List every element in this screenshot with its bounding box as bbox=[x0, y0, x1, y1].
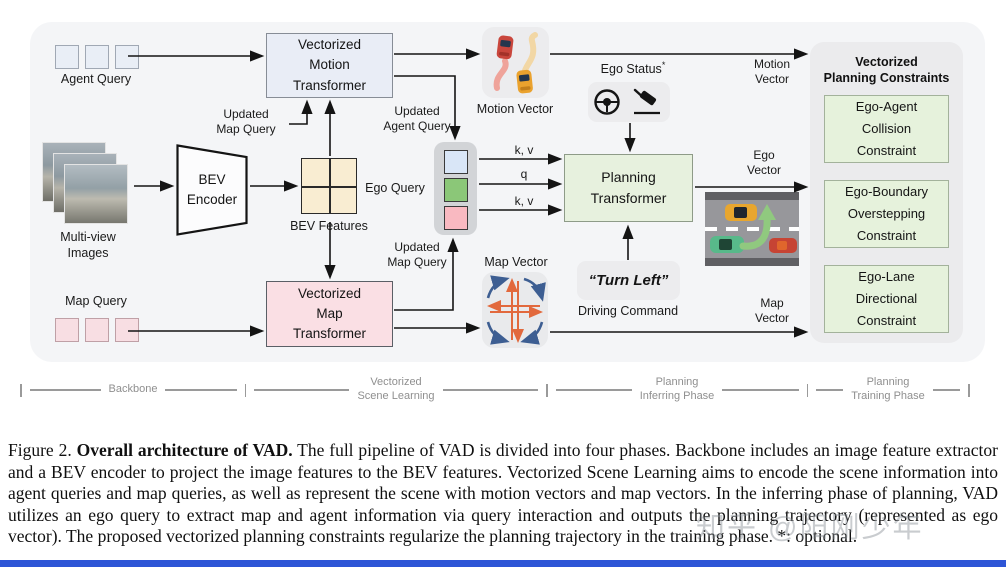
constraint-ego-agent: Ego-Agent Collision Constraint bbox=[824, 95, 949, 163]
phase-backbone: Backbone bbox=[22, 383, 245, 397]
red-car bbox=[769, 238, 797, 253]
phase-line bbox=[29, 389, 101, 391]
motion-vector-icon bbox=[482, 27, 549, 98]
planned-path-arrow bbox=[739, 214, 771, 250]
phase-line bbox=[442, 389, 538, 391]
phase-inferring: Planning Inferring Phase bbox=[548, 376, 807, 404]
phase-line bbox=[165, 389, 237, 391]
optional-asterisk: * bbox=[661, 60, 666, 70]
map-query-label: Map Query bbox=[65, 294, 127, 308]
bev-encoder-label: BEV Encoder bbox=[186, 172, 238, 207]
ego-query-label: Ego Query bbox=[365, 181, 425, 195]
phase-axis: Backbone Vectorized Scene Learning Plann… bbox=[20, 374, 970, 406]
map-transformer-box: Vectorized Map Transformer bbox=[266, 281, 393, 347]
map-query-square bbox=[115, 318, 139, 342]
ego-query-square-pink bbox=[444, 206, 468, 230]
phase-tick bbox=[20, 383, 22, 397]
multi-view-images bbox=[42, 142, 138, 228]
phase-line bbox=[816, 389, 844, 391]
kv-bottom-label: k, v bbox=[514, 194, 534, 208]
ego-query-square-green bbox=[444, 178, 468, 202]
driving-command-label: Driving Command bbox=[577, 304, 679, 318]
figure-caption: Figure 2. Overall architecture of VAD. T… bbox=[8, 440, 998, 548]
phase-training: Planning Training Phase bbox=[808, 376, 968, 404]
ego-status-icon bbox=[588, 82, 670, 122]
red-car bbox=[496, 35, 514, 60]
planning-transformer-box: Planning Transformer bbox=[564, 154, 693, 222]
caption-figure-label: Figure 2. bbox=[8, 440, 72, 460]
steering-wheel-icon bbox=[594, 89, 620, 115]
yellow-car bbox=[725, 204, 757, 221]
bottom-blue-bar bbox=[0, 560, 1006, 567]
agent-query-square bbox=[55, 45, 79, 69]
bev-encoder-trapezoid bbox=[176, 144, 248, 236]
camera-photo bbox=[64, 164, 128, 224]
ego-vector-arrow-label: Ego Vector bbox=[746, 148, 782, 177]
bev-features-label: BEV Features bbox=[290, 219, 368, 233]
multi-view-label: Multi-view Images bbox=[60, 230, 116, 260]
updated-agent-query-label: Updated Agent Query bbox=[383, 104, 451, 133]
phase-tick bbox=[806, 383, 808, 397]
grid-line bbox=[329, 159, 331, 213]
phase-label-backbone: Backbone bbox=[108, 383, 158, 396]
motion-vector-arrow-label: Motion Vector bbox=[753, 57, 791, 86]
phase-label-inferring: Planning Inferring Phase bbox=[639, 376, 715, 402]
phase-label-scene-learning: Vectorized Scene Learning bbox=[357, 376, 435, 402]
map-query-square bbox=[55, 318, 79, 342]
phase-line bbox=[254, 389, 350, 391]
phase-line bbox=[555, 389, 632, 391]
bev-encoder: BEV Encoder bbox=[176, 144, 248, 236]
updated-map-query-top-label: Updated Map Query bbox=[216, 107, 276, 136]
phase-label-training: Planning Training Phase bbox=[851, 376, 925, 402]
motion-vector-icon-label: Motion Vector bbox=[476, 102, 554, 116]
map-vector-arrow-label: Map Vector bbox=[754, 296, 790, 325]
phase-tick bbox=[968, 383, 970, 397]
planning-constraints-panel: Vectorized Planning Constraints Ego-Agen… bbox=[810, 42, 963, 343]
agent-query-square bbox=[85, 45, 109, 69]
ego-query-square-blue bbox=[444, 150, 468, 174]
kv-top-label: k, v bbox=[514, 143, 534, 157]
q-label: q bbox=[520, 167, 528, 181]
map-query-squares bbox=[55, 318, 139, 342]
map-vector-icon bbox=[482, 272, 548, 348]
constraint-ego-boundary: Ego-Boundary Overstepping Constraint bbox=[824, 180, 949, 248]
bev-features-grid bbox=[301, 158, 357, 214]
caption-title: Overall architecture of VAD. bbox=[76, 440, 293, 460]
watermark: 知乎 @阳刚少年 bbox=[696, 512, 924, 544]
agent-query-square bbox=[115, 45, 139, 69]
ego-status-label: Ego Status* bbox=[600, 60, 666, 77]
motion-transformer-box: Vectorized Motion Transformer bbox=[266, 33, 393, 98]
constraints-title: Vectorized Planning Constraints bbox=[823, 55, 950, 86]
phase-line bbox=[932, 389, 960, 391]
phase-scene-learning: Vectorized Scene Learning bbox=[246, 376, 546, 404]
phase-line bbox=[722, 389, 799, 391]
updated-map-query-bottom-label: Updated Map Query bbox=[387, 240, 447, 269]
caption-body: The full pipeline of VAD is divided into… bbox=[8, 440, 998, 547]
map-vector-icon-label: Map Vector bbox=[484, 255, 548, 269]
phase-tick bbox=[244, 383, 246, 397]
agent-query-label: Agent Query bbox=[60, 72, 132, 86]
map-query-square bbox=[85, 318, 109, 342]
planned-trajectory-scene bbox=[705, 192, 799, 266]
driving-command-quote: “Turn Left” bbox=[577, 261, 680, 300]
phase-tick bbox=[546, 383, 548, 397]
ego-query-stack bbox=[434, 142, 477, 235]
agent-query-squares bbox=[55, 45, 139, 69]
ego-car-green bbox=[710, 236, 744, 253]
pedal-icon bbox=[633, 88, 660, 115]
yellow-car bbox=[516, 69, 533, 94]
constraint-ego-lane: Ego-Lane Directional Constraint bbox=[824, 265, 949, 333]
